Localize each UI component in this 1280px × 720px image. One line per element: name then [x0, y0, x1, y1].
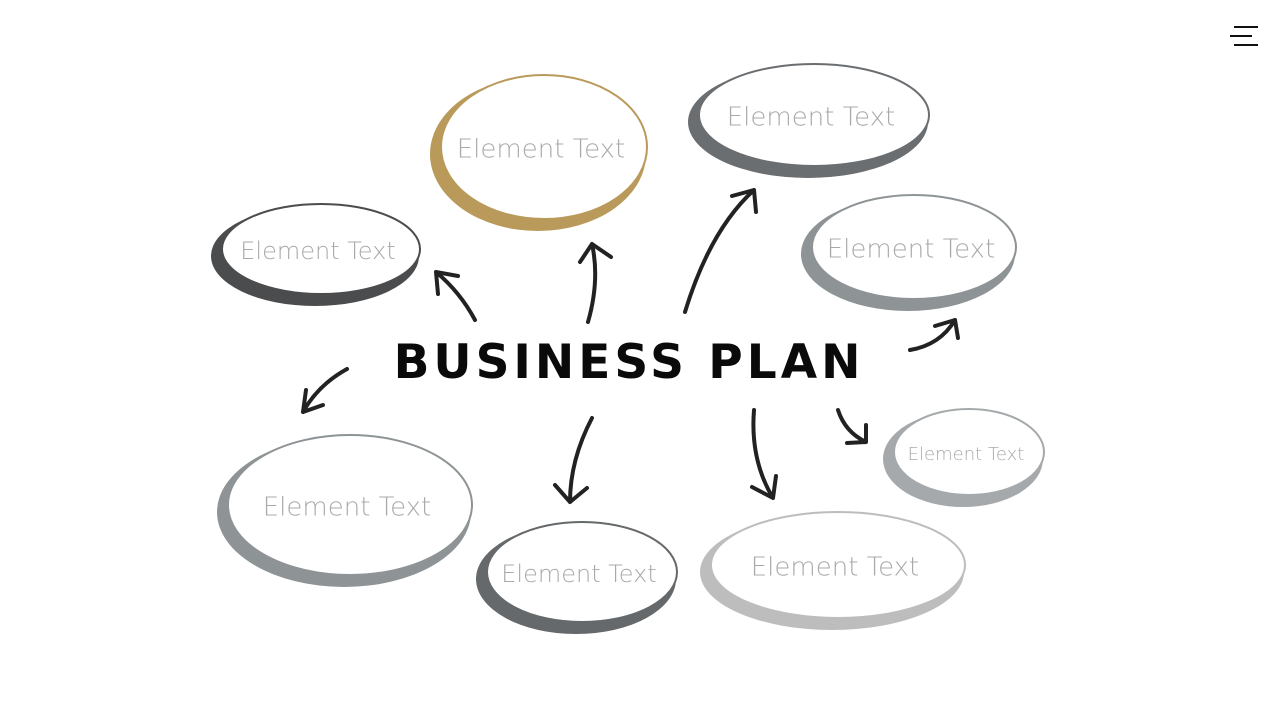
element-bubble[interactable]: Element Text	[700, 511, 966, 630]
slide-title: BUSINESS PLAN	[393, 335, 865, 390]
bubble-label: Element Text	[263, 493, 432, 523]
bubble-outline	[440, 74, 648, 220]
bubble-label: Element Text	[751, 553, 920, 583]
element-bubble[interactable]: Element Text	[211, 203, 421, 306]
arrow-down-left	[301, 367, 349, 414]
element-bubble[interactable]: Element Text	[476, 521, 678, 634]
bubble-outline	[227, 434, 473, 576]
arrow-up	[578, 242, 613, 324]
hamburger-menu-icon[interactable]	[1228, 26, 1260, 48]
bubble-outline	[486, 521, 678, 623]
bubble-outline	[811, 194, 1017, 300]
arrow-down	[553, 416, 594, 504]
bubble-label: Element Text	[827, 235, 996, 265]
bubble-label: Element Text	[457, 135, 626, 165]
element-bubble[interactable]: Element Text	[217, 434, 473, 587]
element-bubble[interactable]: Element Text	[430, 74, 648, 231]
bubble-label: Element Text	[501, 560, 657, 588]
bubble-outline	[698, 63, 930, 167]
bubble-label: Element Text	[727, 103, 896, 133]
arrows	[301, 188, 960, 504]
element-bubble[interactable]: Element Text	[883, 408, 1045, 507]
element-bubble[interactable]: Element Text	[688, 63, 930, 178]
bubble-outline	[221, 203, 421, 295]
bubble-label: Element Text	[240, 237, 396, 265]
arrow-right	[908, 318, 960, 352]
arrow-down-right	[836, 408, 868, 445]
arrow-up-left	[434, 270, 477, 322]
bubble-outline	[710, 511, 966, 619]
element-bubble[interactable]: Element Text	[801, 194, 1017, 311]
arrow-down-2	[750, 408, 778, 500]
bubble-outline	[893, 408, 1045, 496]
arrow-up-right	[683, 188, 758, 314]
bubble-label: Element Text	[908, 444, 1025, 465]
